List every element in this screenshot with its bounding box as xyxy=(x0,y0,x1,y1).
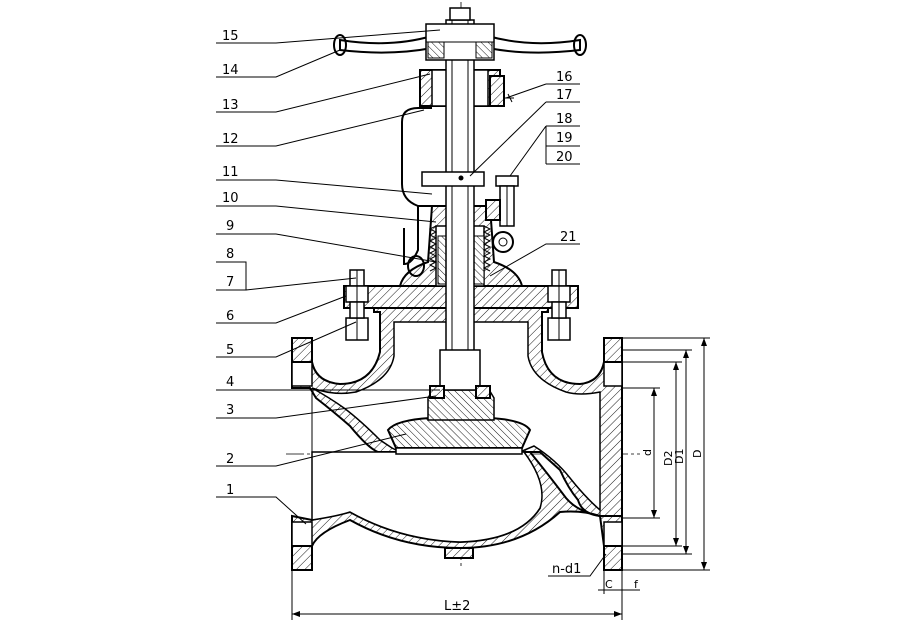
label-11: 11 xyxy=(222,165,239,180)
label-21: 21 xyxy=(560,230,577,245)
label-7: 7 xyxy=(226,275,234,290)
label-5: 5 xyxy=(226,343,234,358)
label-18: 18 xyxy=(556,112,573,127)
dimension-labels: d D2 D1 D n-d1 C f L±2 xyxy=(444,449,704,614)
dim-D1: D1 xyxy=(673,449,686,464)
packing-springs xyxy=(428,225,492,272)
leader-lines xyxy=(216,29,607,577)
label-3: 3 xyxy=(226,403,234,418)
dim-d: d xyxy=(641,449,654,456)
label-9: 9 xyxy=(226,219,234,234)
valve-stem xyxy=(421,7,485,391)
label-10: 10 xyxy=(222,191,239,206)
label-4: 4 xyxy=(226,375,234,390)
dim-D2: D2 xyxy=(662,451,675,466)
dim-f: f xyxy=(634,578,639,591)
seat-ring xyxy=(429,385,491,399)
label-1: 1 xyxy=(226,483,234,498)
part-labels: 15 14 13 12 11 10 9 8 7 6 5 4 3 2 1 16 1… xyxy=(222,29,577,498)
label-15: 15 xyxy=(222,29,239,44)
bonnet-bolts xyxy=(345,269,571,341)
label-16: 16 xyxy=(556,70,573,85)
label-12: 12 xyxy=(222,132,239,147)
label-17: 17 xyxy=(556,88,573,103)
label-2: 2 xyxy=(226,452,234,467)
dim-D: D xyxy=(691,450,704,458)
dim-C: C xyxy=(605,578,613,591)
dim-bolt-holes: n-d1 xyxy=(552,562,581,577)
label-14: 14 xyxy=(222,63,239,78)
dimension-lines xyxy=(291,337,710,620)
dim-length: L±2 xyxy=(444,599,470,614)
gland-eyebolt xyxy=(485,175,519,253)
label-8: 8 xyxy=(226,247,234,262)
label-13: 13 xyxy=(222,98,239,113)
label-20: 20 xyxy=(556,150,573,165)
handwheel xyxy=(333,23,587,107)
label-6: 6 xyxy=(226,309,234,324)
label-19: 19 xyxy=(556,131,573,146)
